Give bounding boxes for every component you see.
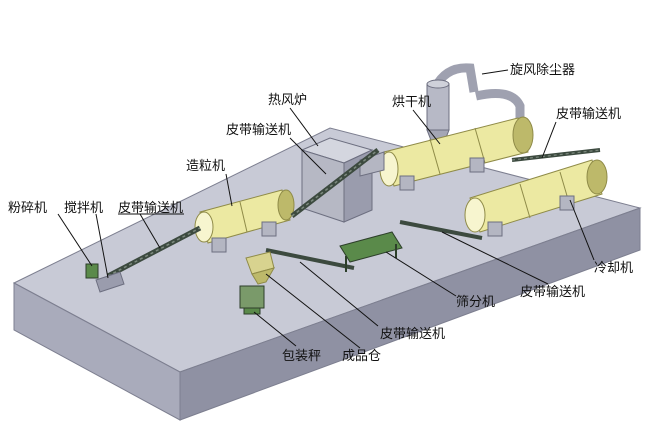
leader-belt-5 bbox=[299, 261, 379, 327]
mixer-machine bbox=[95, 271, 125, 293]
label-belt-conveyor-4: 皮带输送机 bbox=[520, 284, 585, 300]
leader-cooler bbox=[569, 199, 595, 261]
label-cooler: 冷却机 bbox=[594, 261, 633, 276]
leader-dryer bbox=[412, 109, 441, 145]
belt-conveyor-dryer-to-cooler bbox=[511, 148, 601, 162]
belt-conveyor-cooler-to-screener bbox=[399, 220, 483, 240]
label-mixer: 搅拌机 bbox=[64, 200, 103, 216]
leader-belt-4 bbox=[441, 231, 549, 285]
leader-belt-1 bbox=[289, 137, 327, 175]
belt-conveyor-mixer-to-granulator bbox=[106, 225, 202, 279]
screener-machine bbox=[339, 231, 403, 272]
product-bin bbox=[245, 251, 276, 285]
leader-belt-2 bbox=[541, 121, 557, 159]
leader-granulator bbox=[225, 173, 233, 207]
leader-screener bbox=[385, 251, 457, 297]
belt-conveyor-screener-to-bin bbox=[265, 248, 355, 270]
platform-side bbox=[179, 207, 641, 421]
label-belt-conveyor-5: 皮带输送机 bbox=[380, 326, 445, 342]
label-belt-conveyor-1: 皮带输送机 bbox=[226, 122, 291, 138]
label-granulator: 造粒机 bbox=[186, 159, 225, 174]
leader-crusher bbox=[57, 213, 93, 267]
cooler-drum bbox=[464, 159, 608, 237]
leader-lines bbox=[57, 69, 595, 349]
granulator-drum bbox=[194, 189, 295, 253]
leader-belt-3 bbox=[139, 213, 161, 249]
label-dryer: 烘干机 bbox=[392, 95, 431, 110]
leader-hot-air-furnace bbox=[289, 107, 319, 147]
label-packing-scale: 包装秤 bbox=[282, 349, 321, 364]
label-product-bin: 成品仓 bbox=[342, 349, 381, 364]
packing-scale bbox=[239, 285, 265, 315]
label-hot-air-furnace: 热风炉 bbox=[268, 93, 307, 108]
belt-conveyor-granulator-to-dryer bbox=[290, 148, 380, 218]
label-screener: 筛分机 bbox=[456, 295, 495, 310]
leader-mixer bbox=[95, 213, 109, 279]
leader-product-bin bbox=[265, 273, 361, 349]
label-belt-conveyor-3: 皮带输送机 bbox=[118, 200, 183, 216]
dryer-drum bbox=[359, 116, 534, 191]
leader-packing-scale bbox=[253, 311, 297, 347]
label-belt-conveyor-2: 皮带输送机 bbox=[556, 106, 621, 122]
leader-cyclone bbox=[481, 69, 509, 75]
crusher-machine bbox=[85, 263, 99, 279]
label-crusher: 粉碎机 bbox=[8, 201, 47, 216]
label-cyclone: 旋风除尘器 bbox=[510, 63, 575, 78]
